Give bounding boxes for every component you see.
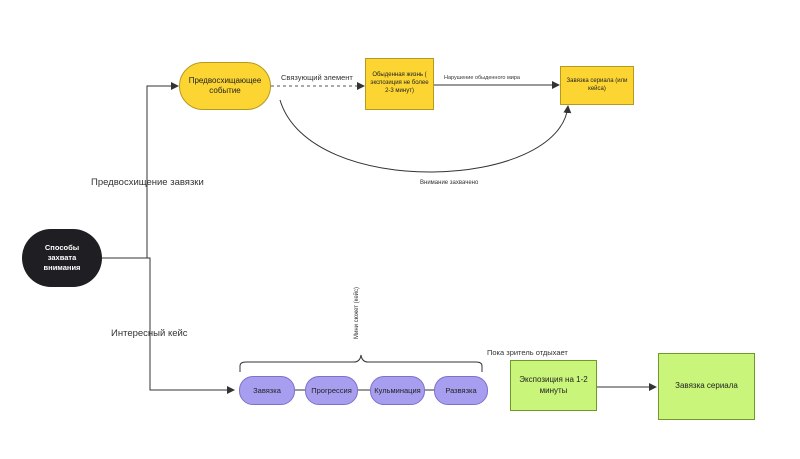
edge-root-to-case [102,257,235,394]
ordinary-life-label: Обыденная жизнь ( экспозиция не более 2-… [370,72,429,94]
label-ordinary-broken: Нарушение обыденного мира [444,75,520,81]
series-hook-top-label: Завязка сериала (или кейса) [566,77,628,92]
case-climax-node[interactable]: Кульминация [370,376,425,405]
root-node[interactable]: Способы захвата внимания [22,229,102,287]
case-resolution-node[interactable]: Развязка [434,376,488,405]
edge-root-to-anticipating [102,82,179,259]
ordinary-life-node[interactable]: Обыденная жизнь ( экспозиция не более 2-… [365,58,434,110]
anticipating-event-label: Предвосхищающее событие [188,75,262,95]
label-attention-captured: Внимание захвачено [420,180,479,186]
series-hook-bottom-label: Завязка сериала [675,381,738,391]
series-hook-top-node[interactable]: Завязка сериала (или кейса) [560,66,634,105]
label-interesting-case: Интересный кейс [111,328,188,339]
case-climax-label: Кульминация [374,386,421,395]
root-node-label: Способы захвата внимания [43,243,81,272]
anticipating-event-node[interactable]: Предвосхищающее событие [179,62,271,110]
exposition-label: Экспозиция на 1-2 минуты [519,375,588,395]
label-mini-plot: Мини сюжет (кейс) [354,286,361,340]
series-hook-bottom-node[interactable]: Завязка сериала [658,353,755,420]
exposition-node[interactable]: Экспозиция на 1-2 минуты [510,360,597,411]
case-plot-label: Завязка [253,386,281,395]
edge-attention-captured [279,99,572,173]
label-foreshadowing: Предвосхищение завязки [91,177,204,188]
label-linking-element: Связующий элемент [281,73,353,82]
label-viewer-rests: Пока зритель отдыхает [487,348,568,357]
case-progress-node[interactable]: Прогрессия [305,376,358,405]
case-progress-label: Прогрессия [311,386,352,395]
case-resolution-label: Развязка [445,386,477,395]
mini-plot-brace [239,354,483,372]
case-plot-node[interactable]: Завязка [239,376,295,405]
